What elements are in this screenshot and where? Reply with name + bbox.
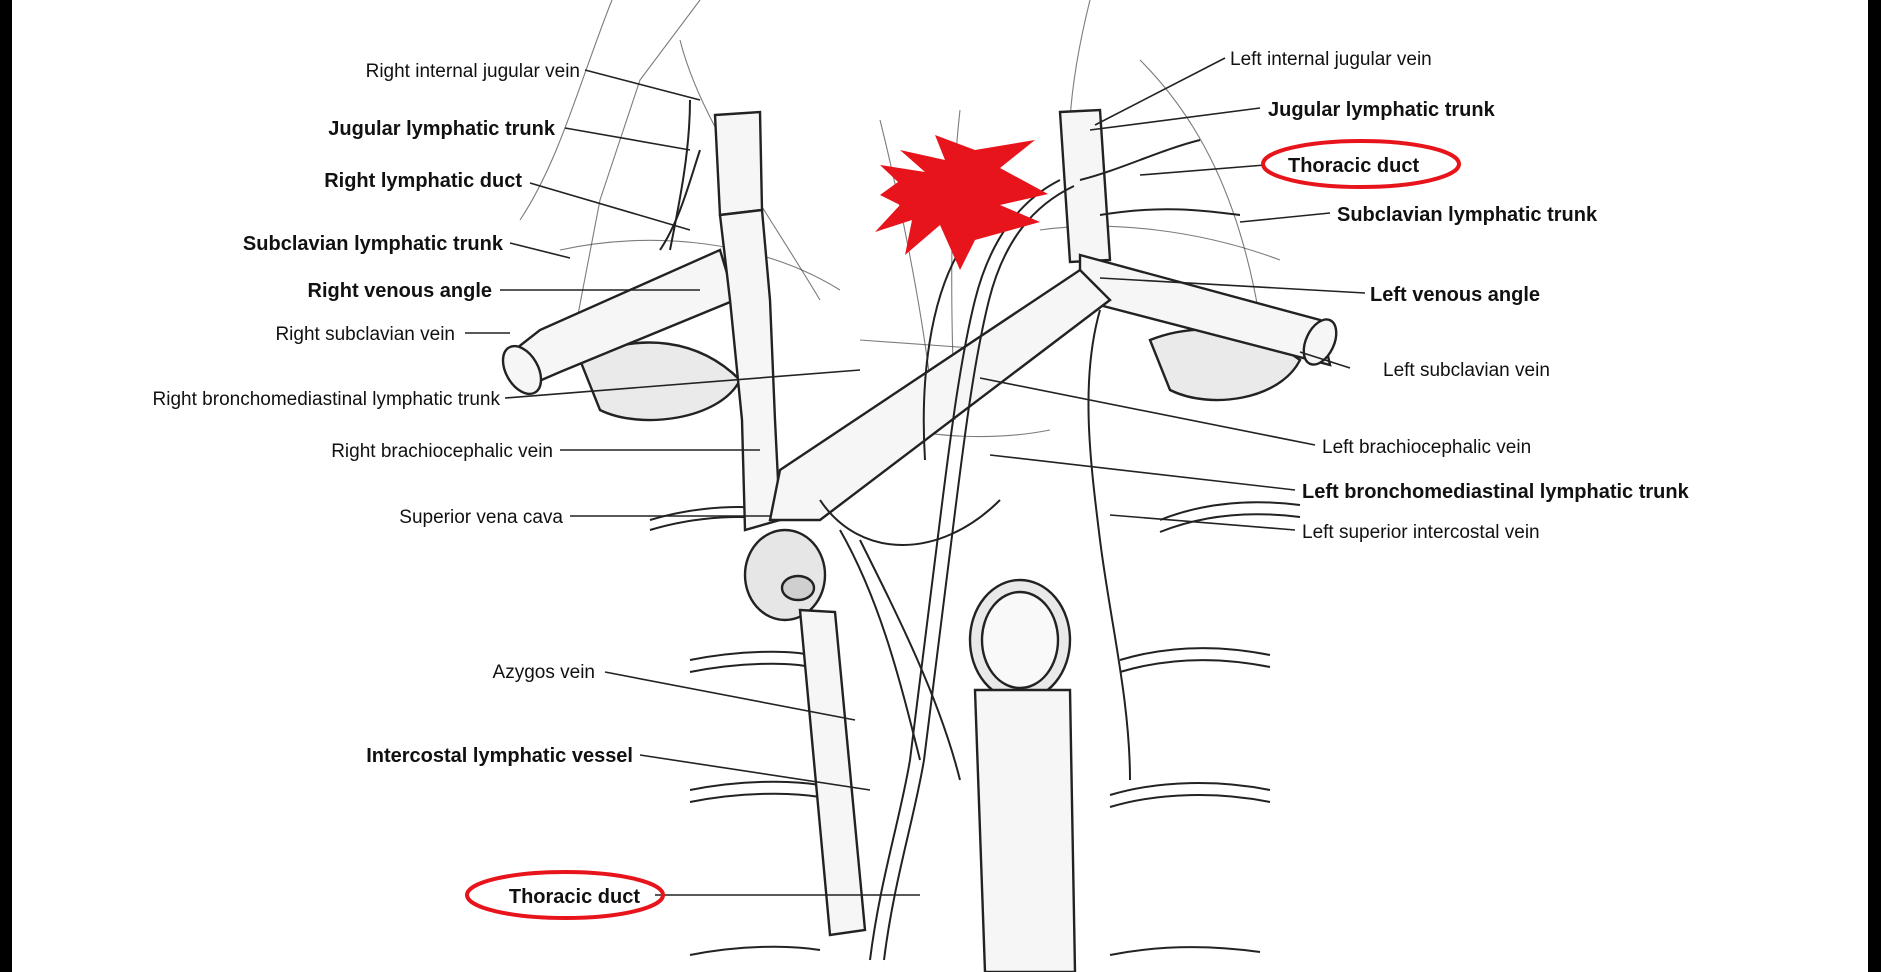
label-thoracic-duct-upper: Thoracic duct <box>1288 155 1419 177</box>
label-left-bronchomediastinal-trunk: Left bronchomediastinal lymphatic trunk <box>1302 481 1690 503</box>
label-left-jugular-lymphatic-trunk: Jugular lymphatic trunk <box>1268 99 1496 121</box>
label-superior-vena-cava: Superior vena cava <box>399 507 563 528</box>
label-left-superior-intercostal-vein: Left superior intercostal vein <box>1302 522 1540 543</box>
label-left-subclavian-lymphatic-trunk: Subclavian lymphatic trunk <box>1337 204 1598 226</box>
label-right-jugular-lymphatic-trunk: Jugular lymphatic trunk <box>328 118 556 140</box>
label-intercostal-lymphatic-vessel: Intercostal lymphatic vessel <box>366 745 633 767</box>
label-right-subclavian-vein: Right subclavian vein <box>275 324 455 345</box>
label-right-subclavian-lymphatic-trunk: Subclavian lymphatic trunk <box>243 233 504 255</box>
label-right-lymphatic-duct: Right lymphatic duct <box>324 170 522 192</box>
label-left-venous-angle: Left venous angle <box>1370 284 1540 306</box>
label-right-bronchomediastinal-trunk: Right bronchomediastinal lymphatic trunk <box>153 389 501 410</box>
frame-left <box>0 0 12 972</box>
label-left-brachiocephalic-vein: Left brachiocephalic vein <box>1322 437 1531 458</box>
label-azygos-vein: Azygos vein <box>493 662 595 683</box>
label-right-brachiocephalic-vein: Right brachiocephalic vein <box>331 441 553 462</box>
label-right-venous-angle: Right venous angle <box>308 280 492 302</box>
frame-right <box>1868 0 1881 972</box>
label-left-subclavian-vein: Left subclavian vein <box>1383 360 1550 381</box>
label-right-internal-jugular-vein: Right internal jugular vein <box>366 61 580 82</box>
label-thoracic-duct-lower: Thoracic duct <box>509 886 640 908</box>
label-left-internal-jugular-vein: Left internal jugular vein <box>1230 49 1432 70</box>
